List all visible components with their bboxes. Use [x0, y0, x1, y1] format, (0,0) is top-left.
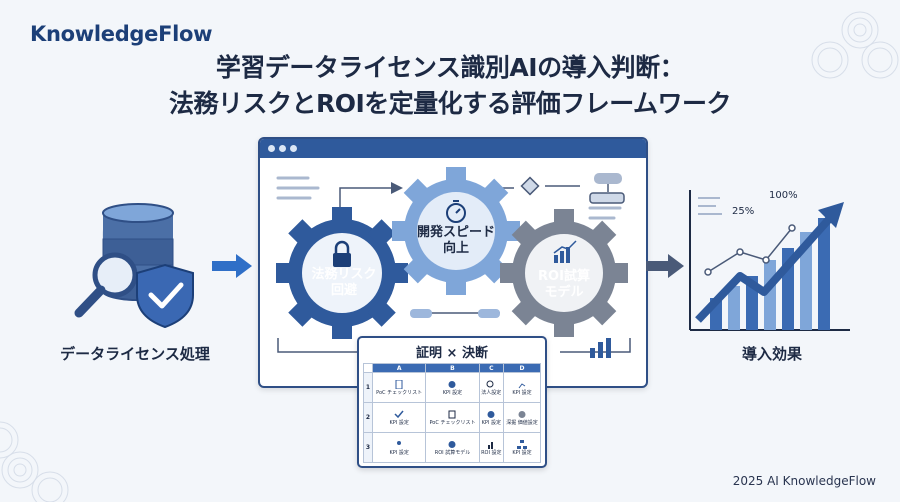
gear-speed-text: 開発スピード 向上	[416, 225, 495, 256]
gear-small-icon	[448, 440, 456, 448]
database-icon	[74, 203, 194, 329]
table-row: 2 KPI 設定 PoC チェックリスト KPI 設定 深掘 価値設定	[363, 402, 541, 433]
gear-speed-icon	[392, 167, 520, 295]
table-row: 3 KPI 設定 ROI 試算モデル ROI 設定 KPI 設定	[363, 432, 541, 463]
chart-small-icon	[518, 382, 526, 388]
table-cell-text: KPI 設定	[481, 419, 501, 426]
page-title-line2: 法務リスクとROIを定量化する評価フレームワーク	[168, 89, 732, 118]
table-title: 証明 × 決断	[416, 346, 488, 361]
col-header-d: D	[503, 363, 541, 373]
row-number: 2	[363, 402, 373, 433]
right-caption: 導入効果	[741, 345, 802, 363]
magnifier-icon	[74, 252, 138, 318]
col-header-c: C	[478, 363, 505, 373]
table-cell-text: KPI 設定	[389, 449, 409, 456]
table-row: 1 PoC チェックリスト KPI 設定 法人設定 KPI 設定	[363, 372, 541, 403]
edit-icon	[448, 410, 456, 418]
decision-table-card: 証明 × 決断 A B C D 1 PoC チェックリスト KPI 設定 法人設…	[357, 336, 547, 468]
table-cell: KPI 設定	[503, 432, 541, 463]
growth-chart-icon	[689, 190, 850, 331]
table-cell-text: ROI 試算モデル	[434, 449, 471, 456]
table-corner	[363, 363, 373, 373]
people-icon	[397, 440, 402, 445]
left-caption: データライセンス処理	[60, 345, 210, 363]
checklist-icon	[395, 379, 403, 389]
page-title-line1: 学習データライセンス識別AIの導入判断：	[215, 53, 685, 82]
table-cell-text: KPI 設定	[512, 389, 532, 396]
row-number: 3	[363, 432, 373, 463]
col-header-b: B	[425, 363, 480, 373]
table-cell: PoC チェックリスト	[371, 372, 427, 403]
gear-roi-text: ROI試算 モデル	[538, 269, 590, 300]
brand-logo: KnowledgeFlow	[30, 22, 213, 46]
pie-icon	[518, 410, 526, 418]
table-cell: KPI 設定	[371, 432, 427, 463]
gear-diagram	[276, 167, 631, 358]
table-cell-text: PoC チェックリスト	[376, 389, 423, 396]
table-cell: KPI 設定	[503, 372, 541, 403]
table-cell-text: KPI 設定	[389, 419, 409, 426]
magnifier-small-icon	[486, 380, 494, 387]
table-cell: 法人設定	[478, 372, 505, 403]
table-cell: ROI 設定	[478, 432, 505, 463]
gear-legal-icon	[276, 207, 408, 339]
table-cell-text: ROI 設定	[481, 449, 502, 456]
gear-small-icon	[487, 410, 495, 418]
gear-small-icon	[448, 380, 456, 388]
table-cell: 深掘 価値設定	[503, 402, 541, 433]
table-cell: ROI 試算モデル	[425, 432, 480, 463]
check-icon	[394, 410, 404, 418]
org-icon	[517, 439, 527, 449]
table-cell-text: PoC チェックリスト	[429, 419, 476, 426]
arrow-right-icon	[212, 254, 252, 278]
table-cell: KPI 設定	[371, 402, 427, 433]
gear-speed-label: 開発スピード 向上	[406, 225, 506, 257]
footer-copyright: 2025 AI KnowledgeFlow	[732, 474, 876, 488]
decision-table: A B C D 1 PoC チェックリスト KPI 設定 法人設定 KPI 設定…	[363, 363, 541, 463]
gear-legal-text: 法務リスク 回避	[311, 267, 377, 298]
table-cell: KPI 設定	[478, 402, 505, 433]
col-header-a: A	[371, 363, 427, 373]
gear-roi-label: ROI試算 モデル	[514, 269, 614, 301]
table-cell: KPI 設定	[425, 372, 480, 403]
chart-label-100: 100%	[769, 190, 798, 201]
table-cell: PoC チェックリスト	[425, 402, 480, 433]
table-cell-text: KPI 設定	[442, 389, 463, 396]
table-cell-text: KPI 設定	[512, 449, 532, 456]
table-cell-text: 深掘 価値設定	[506, 419, 538, 426]
row-number: 1	[363, 372, 373, 403]
chart-label-25: 25%	[732, 206, 755, 217]
shield-check-icon	[136, 263, 194, 329]
gear-legal-label: 法務リスク 回避	[294, 267, 394, 299]
gear-roi-icon	[500, 209, 628, 337]
bar-chart-icon	[488, 441, 494, 449]
table-cell-text: 法人設定	[481, 389, 502, 396]
arrow-right-icon	[646, 254, 684, 278]
window-titlebar	[260, 139, 646, 158]
